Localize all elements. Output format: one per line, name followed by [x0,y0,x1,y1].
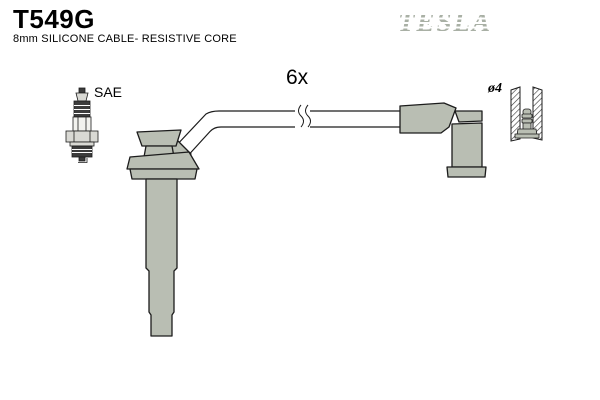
plug-boot-drawing [126,129,200,337]
sae-connector-label: SAE [94,84,123,100]
coil-boot-drawing [399,102,487,178]
quantity-label: 6x [286,66,309,89]
spark-plug-icon [65,87,99,163]
part-number: T549G [13,4,95,34]
ignition-cable-drawing [173,104,403,161]
product-subtitle: 8mm SILICONE CABLE- RESISTIVE CORE [13,33,237,45]
terminal-diameter-label: ø4 [488,81,502,96]
terminal-cross-section-icon [510,86,543,142]
